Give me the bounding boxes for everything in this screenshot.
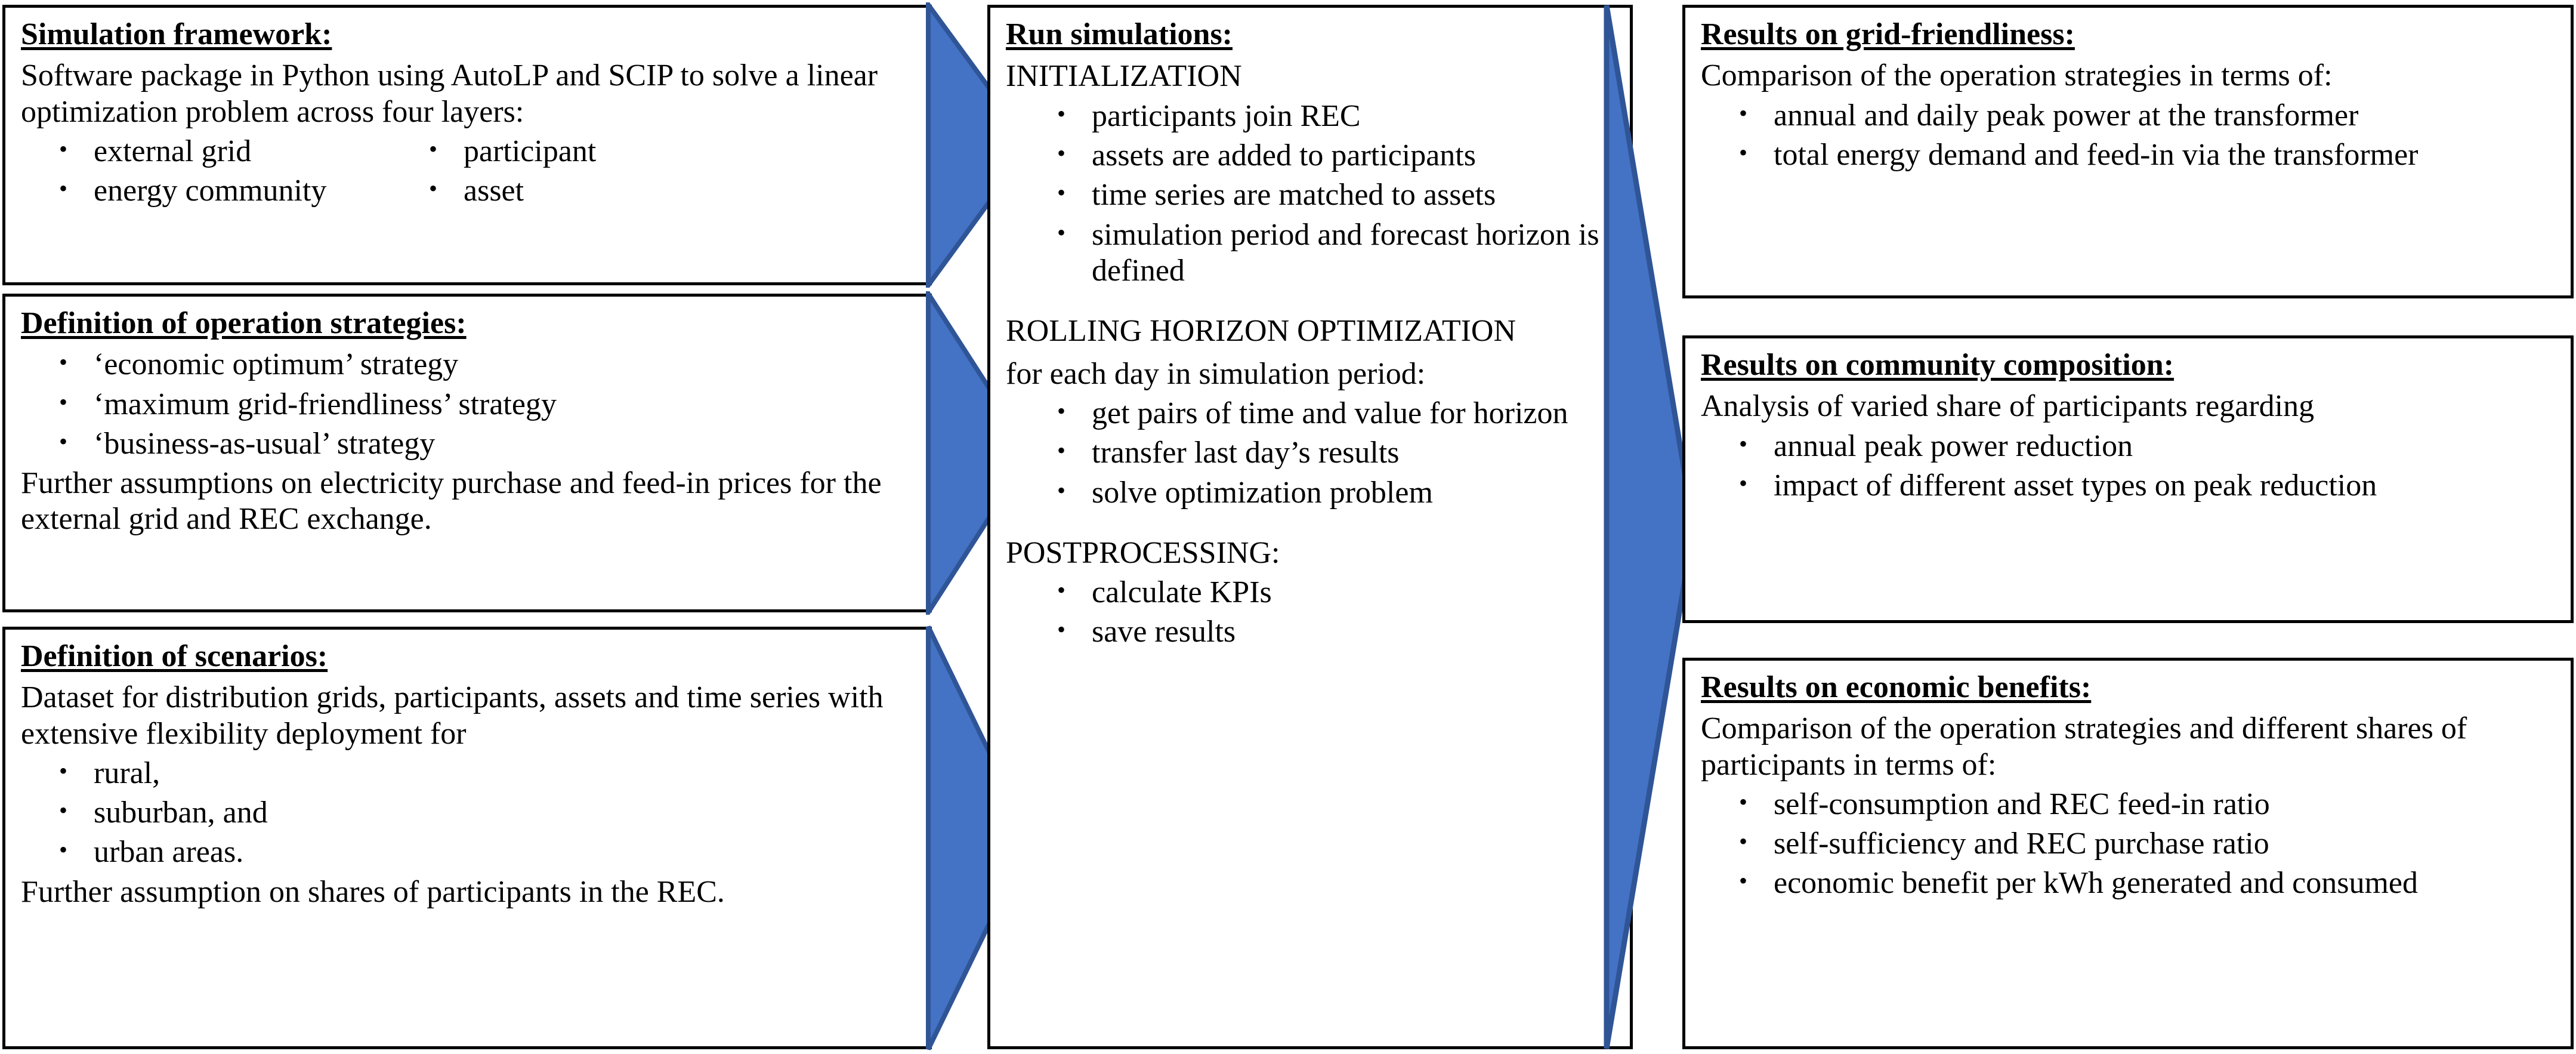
left-column: Simulation framework: Software package i… (0, 0, 937, 1054)
bullet-list-layers-b: participant asset (391, 132, 913, 209)
bullet-list-grid-friendliness: annual and daily peak power at the trans… (1701, 97, 2555, 174)
list-item: urban areas. (59, 833, 913, 870)
bullet-list-layers-a: external grid energy community (21, 132, 391, 209)
box-paragraph-scenarios-outro: Further assumption on shares of particip… (21, 874, 725, 909)
list-item: calculate KPIs (1057, 574, 1614, 611)
list-item: impact of different asset types on peak … (1739, 467, 2555, 504)
list-item: get pairs of time and value for horizon (1057, 395, 1614, 432)
box-results-community-composition: Results on community composition: Analys… (1682, 335, 2574, 623)
list-item: rural, (59, 754, 913, 791)
section-sublabel-for-each-day: for each day in simulation period: (1006, 356, 1426, 391)
box-results-economic-benefits: Results on economic benefits: Comparison… (1682, 658, 2574, 1049)
bullet-columns-layers: external grid energy community participa… (21, 132, 913, 213)
box-title-run-simulations: Run simulations: (1006, 17, 1233, 51)
list-item: annual peak power reduction (1739, 427, 2555, 464)
box-paragraph-scenarios-intro: Dataset for distribution grids, particip… (21, 680, 884, 751)
bullet-list-economic-benefits: self-consumption and REC feed-in ratio s… (1701, 785, 2555, 902)
box-title-definition-scenarios: Definition of scenarios: (21, 639, 328, 673)
box-paragraph-operation-strategies: Further assumptions on electricity purch… (21, 466, 882, 537)
box-title-results-community-composition: Results on community composition: (1701, 348, 2175, 382)
list-item: self-sufficiency and REC purchase ratio (1739, 825, 2555, 862)
list-item: solve optimization problem (1057, 473, 1614, 511)
list-item: participant (429, 132, 913, 169)
section-spacer (1006, 514, 1614, 535)
box-title-simulation-framework: Simulation framework: (21, 17, 332, 51)
list-item: self-consumption and REC feed-in ratio (1739, 785, 2555, 822)
list-item: total energy demand and feed-in via the … (1739, 136, 2555, 173)
bullet-list-initialization: participants join REC assets are added t… (1006, 97, 1614, 289)
list-item: assets are added to participants (1057, 137, 1614, 174)
list-item: energy community (59, 172, 391, 209)
box-paragraph-community-composition: Analysis of varied share of participants… (1701, 389, 2315, 424)
arrow-right-icon-scenarios (926, 624, 1033, 1052)
list-item: participants join REC (1057, 97, 1614, 134)
list-item: save results (1057, 613, 1614, 650)
section-label-rolling-horizon-optimization: ROLLING HORIZON OPTIMIZATION (1006, 314, 1516, 349)
bullet-list-scenario-areas: rural, suburban, and urban areas. (21, 754, 913, 871)
bullet-list-community-composition: annual peak power reduction impact of di… (1701, 427, 2555, 504)
box-results-grid-friendliness: Results on grid-friendliness: Comparison… (1682, 5, 2574, 298)
box-paragraph-simulation-framework: Software package in Python using AutoLP … (21, 58, 878, 129)
box-title-results-economic-benefits: Results on economic benefits: (1701, 670, 2092, 704)
arrow-right-icon-strategies (926, 291, 1033, 615)
bullet-column-a: external grid energy community (21, 132, 391, 213)
section-label-postprocessing: POSTPROCESSING: (1006, 535, 1280, 570)
box-run-simulations: Run simulations: INITIALIZATION particip… (987, 5, 1633, 1049)
list-item: transfer last day’s results (1057, 434, 1614, 471)
list-item: suburban, and (59, 794, 913, 831)
list-item: external grid (59, 132, 391, 169)
arrow-right-icon-results (1604, 2, 1697, 1052)
bullet-list-rolling-horizon: get pairs of time and value for horizon … (1006, 395, 1614, 511)
sublabel-spacer (1006, 350, 1614, 356)
list-item: time series are matched to assets (1057, 176, 1614, 213)
box-definition-operation-strategies: Definition of operation strategies: ‘eco… (2, 294, 932, 612)
box-title-results-grid-friendliness: Results on grid-friendliness: (1701, 17, 2075, 51)
list-item: simulation period and forecast horizon i… (1057, 216, 1614, 289)
middle-column: Run simulations: INITIALIZATION particip… (987, 0, 1638, 1054)
list-item: economic benefit per kWh generated and c… (1739, 864, 2555, 901)
list-item: ‘maximum grid-friendliness’ strategy (59, 386, 913, 423)
box-title-definition-operation-strategies: Definition of operation strategies: (21, 306, 467, 340)
section-label-initialization: INITIALIZATION (1006, 59, 1242, 94)
list-item: asset (429, 172, 913, 209)
section-spacer (1006, 292, 1614, 313)
list-item: annual and daily peak power at the trans… (1739, 97, 2555, 134)
box-paragraph-grid-friendliness: Comparison of the operation strategies i… (1701, 58, 2333, 93)
arrow-right-icon-framework (926, 2, 1033, 288)
list-item: ‘business-as-usual’ strategy (59, 425, 913, 462)
list-item: ‘economic optimum’ strategy (59, 346, 913, 383)
bullet-list-postprocessing: calculate KPIs save results (1006, 574, 1614, 651)
bullet-column-b: participant asset (391, 132, 913, 213)
box-simulation-framework: Simulation framework: Software package i… (2, 5, 932, 285)
box-paragraph-economic-benefits: Comparison of the operation strategies a… (1701, 711, 2467, 782)
box-definition-scenarios: Definition of scenarios: Dataset for dis… (2, 627, 932, 1049)
right-column: Results on grid-friendliness: Comparison… (1682, 0, 2576, 1054)
bullet-list-operation-strategies: ‘economic optimum’ strategy ‘maximum gri… (21, 346, 913, 462)
